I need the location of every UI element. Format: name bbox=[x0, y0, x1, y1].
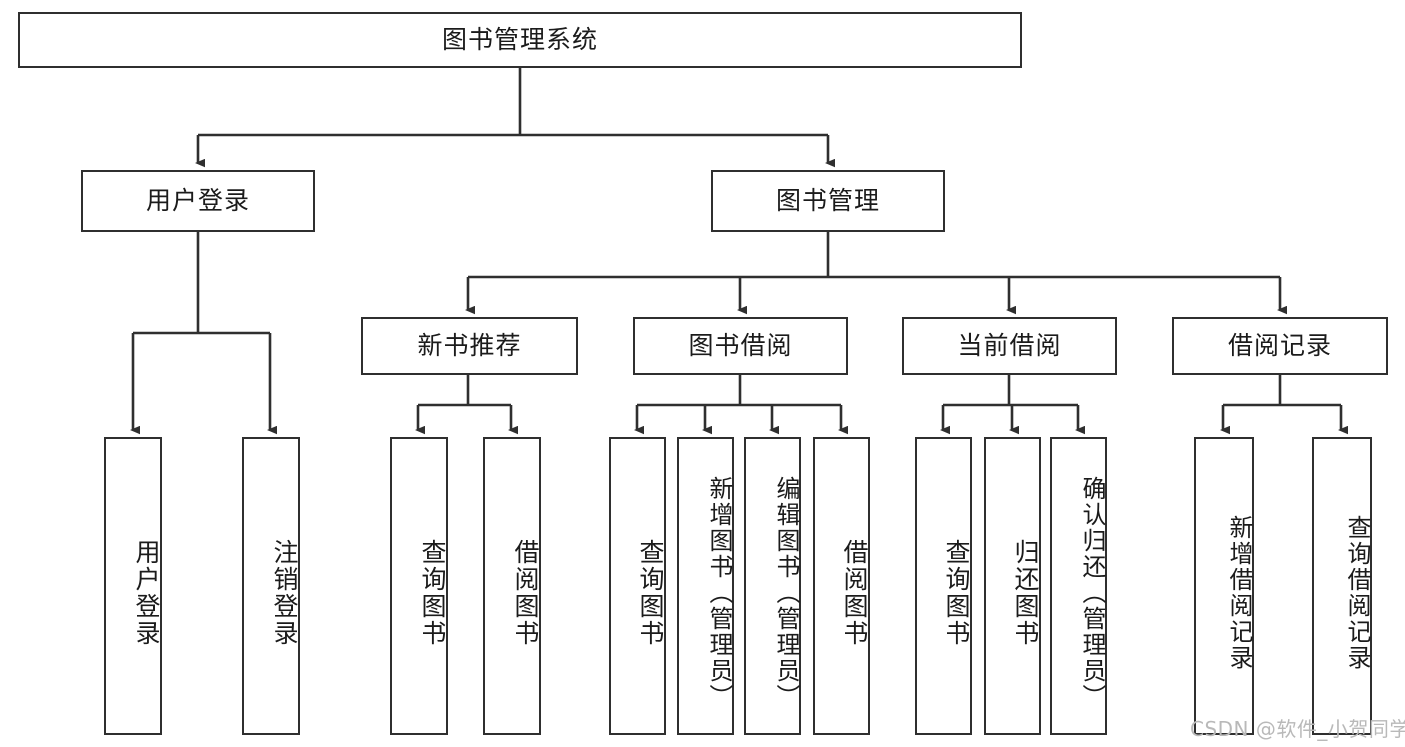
node-root-system-label: 图书管理系统 bbox=[441, 25, 598, 55]
leaf-borrow-edit-book-admin-label: 编辑图书（管理员） bbox=[772, 476, 800, 710]
node-book-management[interactable]: 图书管理 bbox=[711, 170, 945, 232]
leaf-current-confirm-return-admin-label: 确认归还（管理员） bbox=[1078, 476, 1106, 710]
leaf-current-return-book[interactable]: 归还图书 bbox=[984, 437, 1041, 735]
node-borrow-record[interactable]: 借阅记录 bbox=[1172, 317, 1388, 375]
leaf-recommend-query-book[interactable]: 查询图书 bbox=[390, 437, 448, 735]
node-current-borrow[interactable]: 当前借阅 bbox=[902, 317, 1117, 375]
leaf-user-logout[interactable]: 注销登录 bbox=[242, 437, 300, 735]
leaf-borrow-edit-book-admin[interactable]: 编辑图书（管理员） bbox=[744, 437, 801, 735]
node-new-book-recommend-label: 新书推荐 bbox=[417, 331, 522, 361]
leaf-current-query-book[interactable]: 查询图书 bbox=[915, 437, 972, 735]
leaf-borrow-borrow-book[interactable]: 借阅图书 bbox=[813, 437, 870, 735]
leaf-borrow-query-book[interactable]: 查询图书 bbox=[609, 437, 666, 735]
leaf-current-confirm-return-admin[interactable]: 确认归还（管理员） bbox=[1050, 437, 1107, 735]
node-book-borrow-label: 图书借阅 bbox=[688, 331, 793, 361]
leaf-recommend-borrow-book-label: 借阅图书 bbox=[511, 539, 540, 647]
leaf-record-add-borrow-record[interactable]: 新增借阅记录 bbox=[1194, 437, 1254, 735]
node-borrow-record-label: 借阅记录 bbox=[1227, 331, 1332, 361]
leaf-borrow-query-book-label: 查询图书 bbox=[636, 539, 665, 647]
leaf-recommend-query-book-label: 查询图书 bbox=[418, 539, 447, 647]
leaf-current-query-book-label: 查询图书 bbox=[942, 539, 971, 647]
node-user-login-label: 用户登录 bbox=[145, 186, 250, 216]
leaf-borrow-add-book-admin[interactable]: 新增图书（管理员） bbox=[677, 437, 734, 735]
leaf-record-query-borrow-record-label: 查询借阅记录 bbox=[1343, 515, 1371, 671]
leaf-recommend-borrow-book[interactable]: 借阅图书 bbox=[483, 437, 541, 735]
csdn-watermark: CSDN @软件_小贺同学 bbox=[1190, 717, 1405, 741]
node-book-management-label: 图书管理 bbox=[775, 186, 880, 216]
leaf-borrow-borrow-book-label: 借阅图书 bbox=[840, 539, 869, 647]
node-root-system[interactable]: 图书管理系统 bbox=[18, 12, 1022, 68]
node-new-book-recommend[interactable]: 新书推荐 bbox=[361, 317, 578, 375]
leaf-borrow-add-book-admin-label: 新增图书（管理员） bbox=[705, 476, 733, 710]
leaf-user-login-label: 用户登录 bbox=[132, 539, 161, 647]
leaf-user-login[interactable]: 用户登录 bbox=[104, 437, 162, 735]
leaf-current-return-book-label: 归还图书 bbox=[1011, 539, 1040, 647]
leaf-record-add-borrow-record-label: 新增借阅记录 bbox=[1225, 515, 1253, 671]
node-book-borrow[interactable]: 图书借阅 bbox=[633, 317, 848, 375]
leaf-user-logout-label: 注销登录 bbox=[270, 539, 299, 647]
node-user-login[interactable]: 用户登录 bbox=[81, 170, 315, 232]
node-current-borrow-label: 当前借阅 bbox=[957, 331, 1062, 361]
leaf-record-query-borrow-record[interactable]: 查询借阅记录 bbox=[1312, 437, 1372, 735]
